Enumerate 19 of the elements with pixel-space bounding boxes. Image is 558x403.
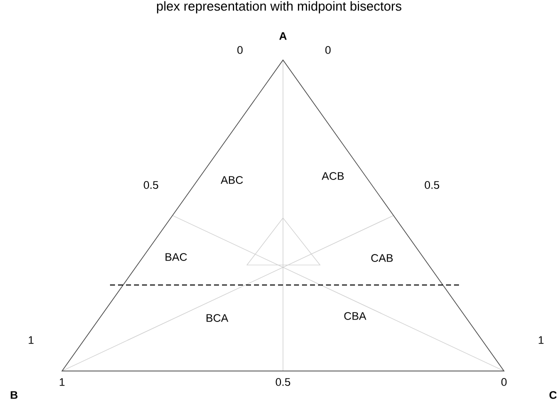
label: 0	[501, 378, 507, 386]
label: 0	[237, 46, 243, 54]
label: 0.5	[424, 181, 440, 189]
label: BAC	[166, 253, 187, 261]
label: BCA	[206, 314, 228, 322]
label: 0.5	[276, 378, 290, 386]
label: 1	[60, 378, 65, 386]
vertex-label: B	[10, 391, 18, 399]
title: plex representation with midpoint bisectors	[157, 1, 402, 14]
label: 0	[325, 46, 331, 54]
label: CBA	[344, 312, 366, 320]
label: 0.5	[144, 181, 158, 189]
vertex-label: C	[549, 391, 557, 399]
label: ACB	[322, 172, 344, 180]
label: CAB	[371, 254, 393, 262]
label: 1	[538, 336, 544, 344]
label: 1	[28, 336, 34, 344]
vertex-label: A	[279, 32, 287, 40]
label: ABC	[220, 176, 243, 184]
